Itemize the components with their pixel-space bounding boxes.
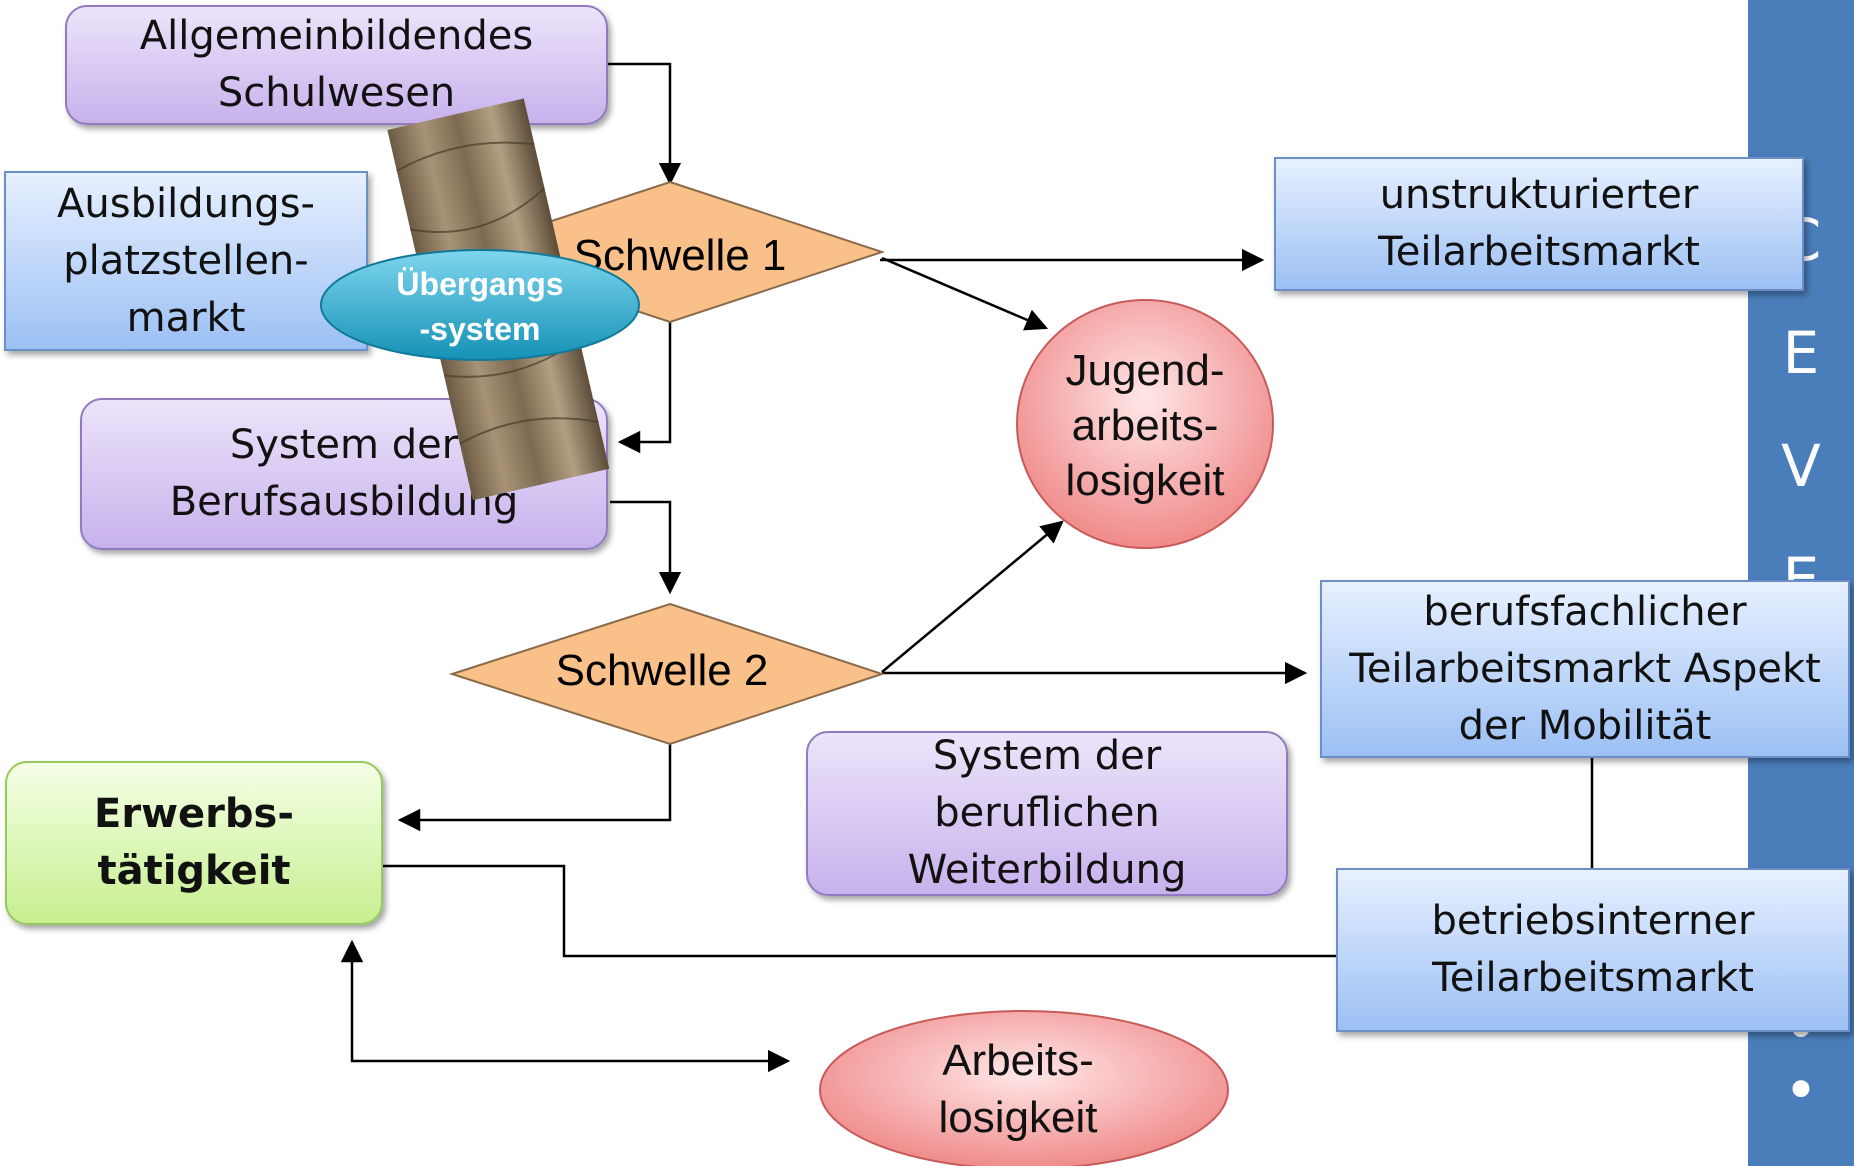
node-allgemeinbildendes-schulwesen: Allgemeinbildendes Schulwesen (65, 5, 608, 125)
arbeits-label-line2: losigkeit (939, 1093, 1098, 1142)
node-betriebsinterner-teilarbeitsmarkt: betriebsinterner Teilarbeitsmarkt (1336, 868, 1850, 1032)
jugend-label-line3: losigkeit (1066, 456, 1225, 505)
ellipse-jugendarbeitslosigkeit: Jugend- arbeits- losigkeit (1016, 299, 1274, 549)
diamond-schwelle2: Schwelle 2 (448, 602, 886, 746)
node-berufliche-weiterbildung: System der beruflichen Weiterbildung (806, 731, 1288, 896)
jugend-label-line2: arbeits- (1072, 401, 1219, 450)
diamond-schwelle1: Schwelle 1 (454, 180, 886, 324)
connector-arbeitslos-erwerb (340, 939, 791, 1073)
connector-schule-to-schwelle1 (608, 62, 682, 186)
connector-berufsausbildung-to-schwelle2 (610, 500, 682, 595)
schwelle2-label: Schwelle 2 (556, 646, 769, 695)
connector-erwerb-to-betriebsintern (383, 864, 1338, 958)
node-ausbildungsplatzstellenmarkt: Ausbildungs- platzstellen- markt (4, 171, 368, 351)
node-berufsfachlicher-teilarbeitsmarkt: berufsfachlicher Teilarbeitsmarkt Aspekt… (1320, 580, 1850, 758)
sidebar-letter: E (1782, 319, 1820, 387)
connector-schwelle2-to-jugend (881, 520, 1064, 673)
arbeits-label-line1: Arbeits- (942, 1036, 1094, 1085)
node-unstrukturierter-teilarbeitsmarkt: unstrukturierter Teilarbeitsmarkt (1274, 157, 1804, 291)
schwelle1-label: Schwelle 1 (574, 231, 787, 280)
connector-schwelle1-to-berufsausbildung (617, 320, 672, 454)
node-system-der-berufsausbildung: System der Berufsausbildung (80, 398, 608, 550)
ellipse-arbeitslosigkeit: Arbeits- losigkeit (819, 1010, 1229, 1166)
sidebar-letter: V (1781, 432, 1821, 500)
connector-schwelle2-to-erwerb (397, 744, 672, 832)
connector-schwelle1-to-jugend (881, 256, 1049, 331)
sidebar-bullet: • (1783, 1056, 1819, 1124)
node-erwerbstaetigkeit: Erwerbs- tätigkeit (5, 761, 383, 925)
connectors (340, 62, 1594, 1073)
jugend-label-line1: Jugend- (1065, 346, 1224, 395)
